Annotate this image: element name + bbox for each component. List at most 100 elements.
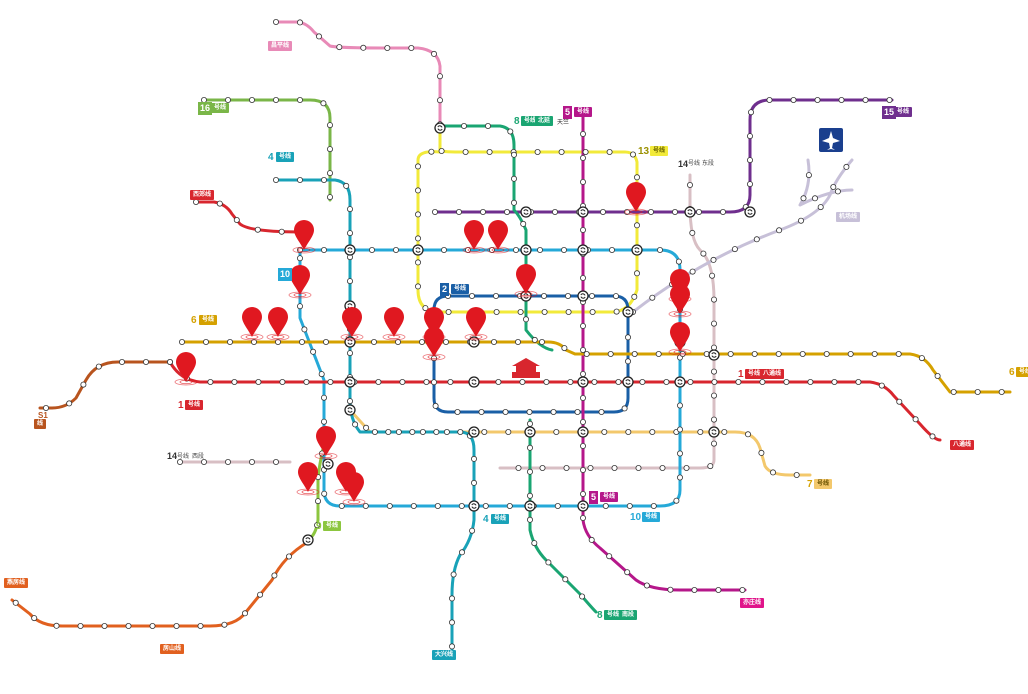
station-dot bbox=[748, 109, 755, 116]
station-dot bbox=[689, 268, 696, 275]
station-dot bbox=[443, 428, 450, 435]
station-dot bbox=[352, 421, 359, 428]
station-dot bbox=[561, 345, 568, 352]
station-dot bbox=[408, 45, 415, 52]
station-dot bbox=[847, 350, 854, 357]
station-dot bbox=[248, 458, 255, 465]
line6-left-number: 6 bbox=[191, 315, 197, 326]
station-dot bbox=[747, 133, 754, 140]
station-dot bbox=[320, 176, 327, 183]
station-dot bbox=[589, 292, 596, 299]
station-dot bbox=[563, 464, 570, 471]
map-pin-icon[interactable] bbox=[174, 352, 198, 386]
station-dot bbox=[613, 308, 620, 315]
station-dot bbox=[807, 378, 814, 385]
station-dot bbox=[731, 246, 738, 253]
line6-right-label: 号线 bbox=[1016, 367, 1028, 377]
station-dot bbox=[805, 172, 812, 179]
map-pin-icon[interactable] bbox=[240, 307, 264, 341]
station-dot bbox=[527, 444, 534, 451]
map-pin-icon[interactable] bbox=[514, 264, 538, 298]
station-dot bbox=[440, 246, 447, 253]
station-dot bbox=[371, 428, 378, 435]
map-pin-icon[interactable] bbox=[422, 327, 446, 361]
line9-number: 9 bbox=[316, 521, 322, 532]
station-dot bbox=[659, 464, 666, 471]
transfer-station-icon bbox=[674, 376, 686, 388]
station-dot bbox=[363, 424, 370, 431]
station-dot bbox=[635, 464, 642, 471]
station-dot bbox=[541, 292, 548, 299]
transfer-station-icon bbox=[302, 534, 314, 546]
station-dot bbox=[562, 576, 569, 583]
transfer-station-icon bbox=[622, 306, 634, 318]
map-pin-icon[interactable] bbox=[382, 307, 406, 341]
station-dot bbox=[506, 502, 513, 509]
station-dot bbox=[318, 371, 325, 378]
line2-label: 号线 bbox=[451, 284, 470, 294]
station-dot bbox=[735, 378, 742, 385]
line14-east-ext: 东段 bbox=[702, 160, 715, 167]
map-pin-icon[interactable] bbox=[292, 220, 316, 254]
map-pin-icon[interactable] bbox=[624, 181, 648, 216]
station-dot bbox=[272, 18, 279, 25]
station-dot bbox=[691, 587, 698, 594]
line14-east-label: 号线 bbox=[688, 160, 701, 167]
station-dot bbox=[588, 536, 595, 543]
station-dot bbox=[450, 571, 457, 578]
map-pin-icon[interactable] bbox=[668, 284, 692, 318]
station-dot bbox=[776, 227, 783, 234]
map-pin-icon[interactable] bbox=[266, 307, 290, 341]
station-dot bbox=[758, 449, 765, 456]
map-pin-icon[interactable] bbox=[486, 220, 510, 254]
map-pin-icon[interactable] bbox=[342, 472, 366, 506]
station-dot bbox=[615, 378, 622, 385]
line8-bottom-label: 号线 bbox=[604, 610, 623, 620]
station-dot bbox=[567, 378, 574, 385]
station-dot bbox=[554, 502, 561, 509]
map-pin-icon[interactable] bbox=[668, 322, 692, 356]
station-dot bbox=[855, 378, 862, 385]
station-dot bbox=[470, 479, 477, 486]
station-dot bbox=[998, 388, 1005, 395]
line4-bottom-number: 4 bbox=[483, 514, 489, 525]
line8-top-label: 号线 bbox=[521, 116, 540, 126]
station-dot bbox=[711, 378, 718, 385]
map-pin-icon[interactable] bbox=[340, 307, 364, 341]
station-dot bbox=[580, 442, 587, 449]
airport-line-label: 机场线 bbox=[836, 212, 861, 222]
station-dot bbox=[303, 378, 310, 385]
map-pin-icon[interactable] bbox=[464, 307, 488, 341]
station-dot bbox=[310, 348, 317, 355]
transfer-station-icon bbox=[631, 244, 643, 256]
station-dot bbox=[296, 255, 303, 262]
map-pin-icon[interactable] bbox=[462, 220, 486, 254]
station-dot bbox=[770, 469, 777, 476]
line10-right-number: 10 bbox=[630, 512, 642, 523]
station-dot bbox=[830, 183, 837, 190]
station-dot bbox=[431, 208, 438, 215]
station-dot bbox=[609, 246, 616, 253]
transfer-station-icon bbox=[708, 349, 720, 361]
station-dot bbox=[799, 350, 806, 357]
station-dot bbox=[479, 208, 486, 215]
station-dot bbox=[625, 358, 632, 365]
station-dot bbox=[414, 163, 421, 170]
station-dot bbox=[527, 492, 534, 499]
station-dot bbox=[176, 458, 183, 465]
line5-top-label: 号线 bbox=[574, 107, 593, 117]
station-dot bbox=[271, 572, 278, 579]
station-dot bbox=[583, 350, 590, 357]
map-pin-icon[interactable] bbox=[296, 462, 320, 496]
map-pin-icon[interactable] bbox=[314, 426, 338, 460]
station-dot bbox=[455, 208, 462, 215]
station-dot bbox=[200, 458, 207, 465]
station-dot bbox=[711, 440, 718, 447]
station-dot bbox=[231, 378, 238, 385]
station-dot bbox=[753, 236, 760, 243]
station-dot bbox=[224, 458, 231, 465]
station-dot bbox=[320, 100, 327, 107]
station-dot bbox=[798, 217, 805, 224]
station-dot bbox=[119, 358, 126, 365]
map-pin-icon[interactable] bbox=[288, 265, 312, 299]
